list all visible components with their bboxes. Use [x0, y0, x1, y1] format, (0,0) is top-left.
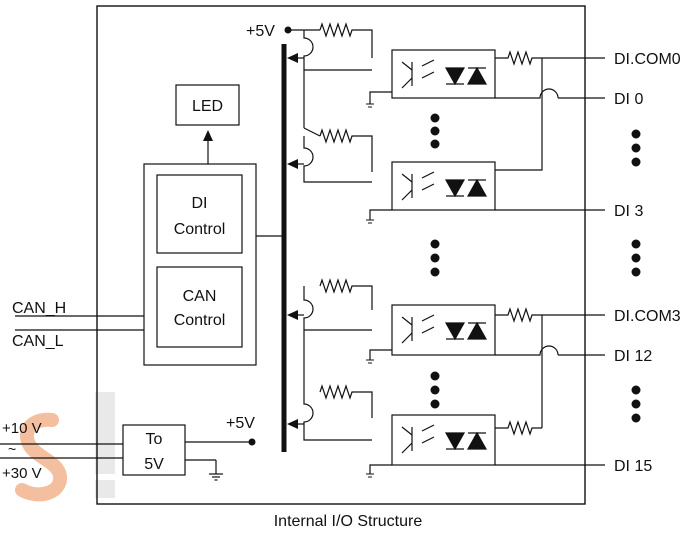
output-di12-label: DI 12 [614, 348, 652, 365]
can-control-label-1: CAN [183, 288, 217, 305]
converter-label-2: 5V [144, 456, 164, 473]
di-control-box [156, 174, 243, 254]
led-box [175, 84, 240, 126]
di-control-label-2: Control [174, 221, 226, 238]
channel-group-upper [303, 22, 605, 220]
output-di15-label: DI 15 [614, 458, 652, 475]
converter-box [122, 424, 186, 476]
supply-node-bottom [248, 438, 256, 446]
power-in-label-3: +30 V [2, 465, 42, 482]
ellipsis-dots [430, 113, 641, 423]
led-label: LED [192, 98, 223, 115]
supply-top-label: +5V [246, 23, 275, 40]
optocoupler-symbols [401, 59, 488, 454]
di-control-label-1: DI [192, 195, 208, 212]
watermark-logo [15, 392, 115, 502]
output-di0-label: DI 0 [614, 91, 643, 108]
power-in-label-2: ~ [8, 441, 16, 457]
output-com3-label: DI.COM3 [614, 308, 681, 325]
arrow-up-icon [203, 130, 213, 141]
supply-bottom-label: +5V [226, 415, 255, 432]
bus-arrows [287, 53, 298, 429]
caption: Internal I/O Structure [274, 513, 423, 530]
can-h-label: CAN_H [12, 300, 66, 317]
can-l-label: CAN_L [12, 333, 64, 350]
output-com0-label: DI.COM0 [614, 51, 681, 68]
module-boundary [96, 5, 586, 505]
can-control-box [156, 266, 243, 348]
ground-icon [209, 473, 223, 481]
converter-label-1: To [146, 431, 163, 448]
can-control-label-2: Control [174, 312, 226, 329]
ground-taps [366, 103, 374, 478]
output-di3-label: DI 3 [614, 203, 643, 220]
power-in-label-1: +10 V [2, 420, 42, 437]
